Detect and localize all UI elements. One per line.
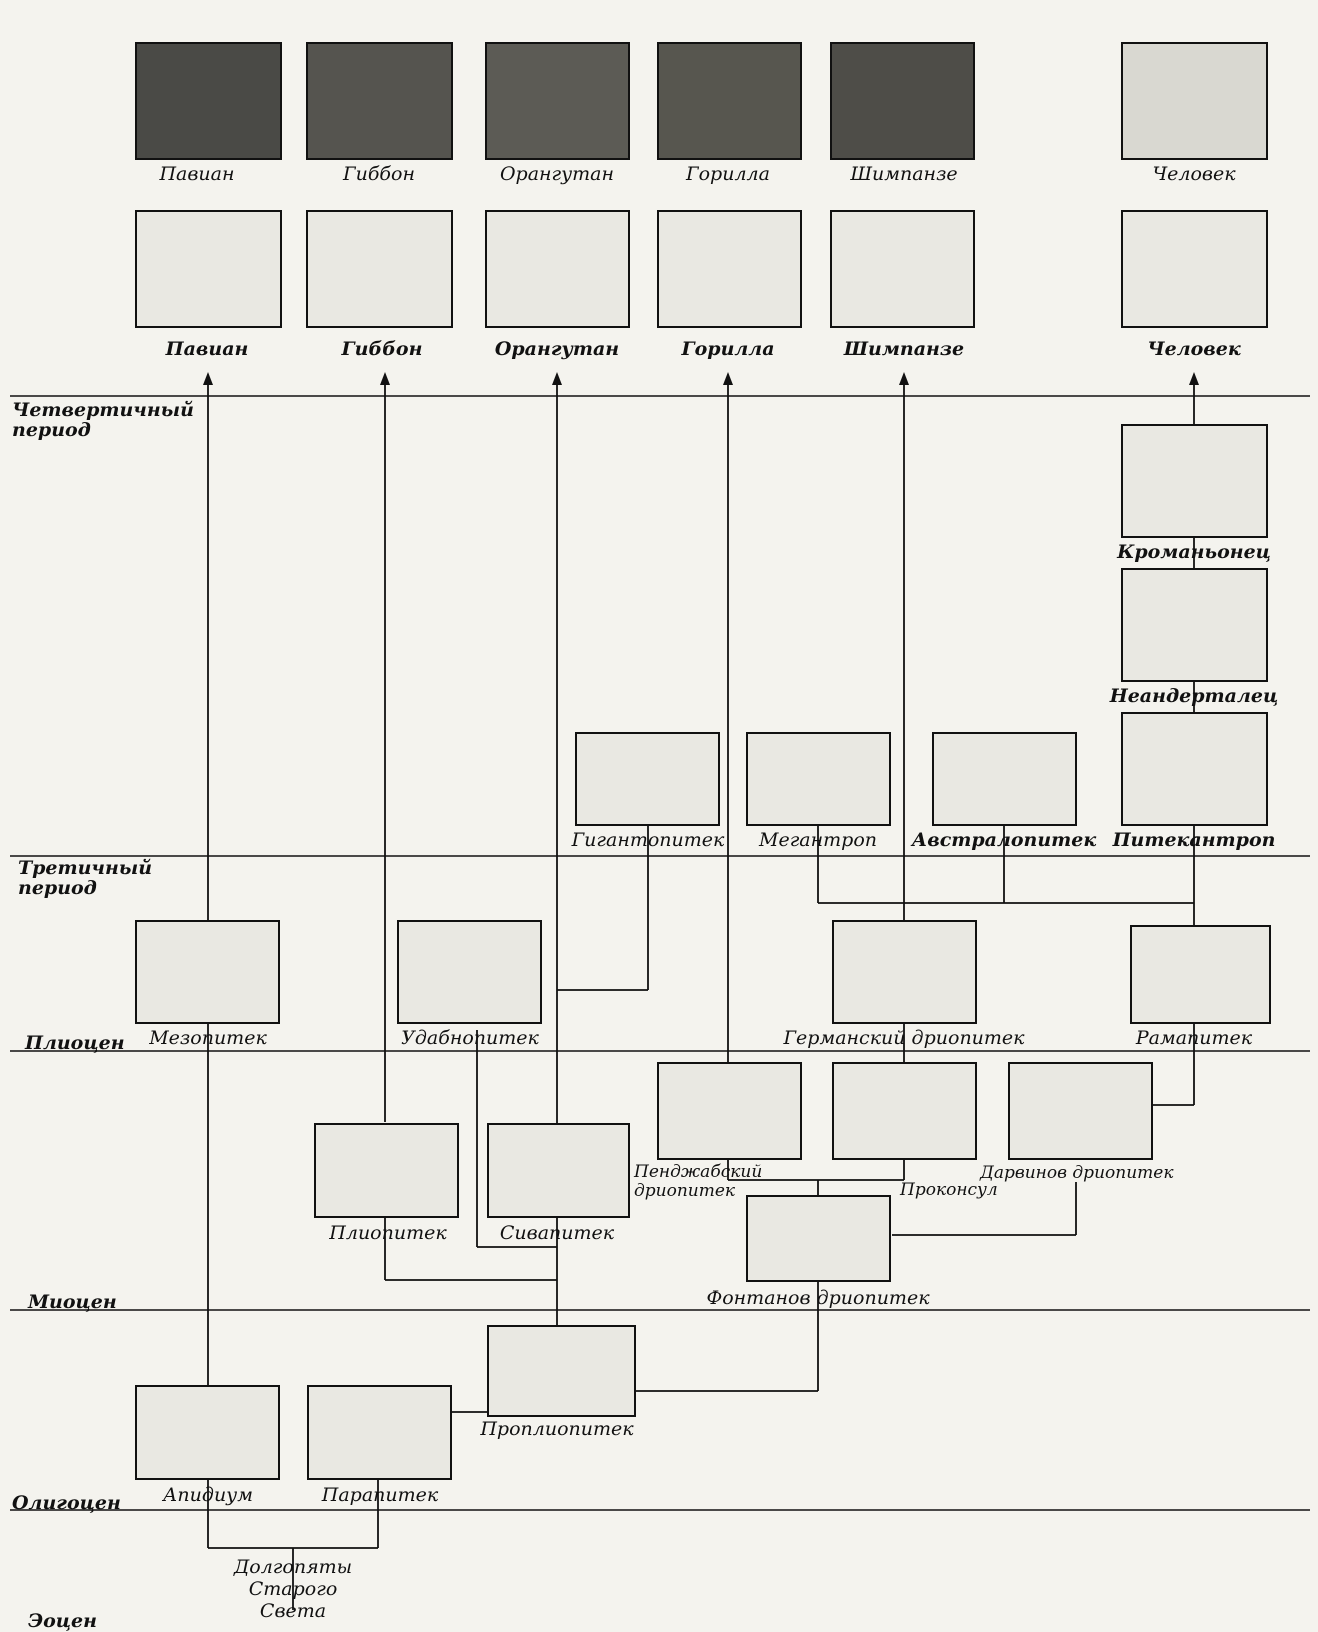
skull-label-human: Человек: [1147, 338, 1241, 360]
sivapithecus-label: Сивапитек: [499, 1222, 615, 1244]
apidium-jaw-image: [135, 1385, 280, 1480]
period-pliocene: Плиоцен: [25, 1032, 125, 1054]
australopithecus-label: Австралопитек: [911, 829, 1097, 851]
meganthropus-jaw-image: [746, 732, 891, 826]
period-miocene: Миоцен: [28, 1291, 117, 1313]
apidium-label: Апидиум: [163, 1484, 253, 1506]
gibbon-skull-image: [306, 210, 453, 328]
parapithecus-label: Парапитек: [321, 1484, 439, 1506]
lineage-lines: [207, 380, 1195, 1610]
punjab-dryopithecus-tooth-image: [657, 1062, 802, 1160]
neanderthal-label: Неандерталец: [1109, 685, 1279, 707]
head-label-baboon: Павиан: [159, 163, 235, 185]
gigantopithecus-tooth-image: [575, 732, 720, 826]
propliopithecus-label: Проплиопитек: [480, 1418, 634, 1440]
fontan-dryopithecus-jaw-image: [746, 1195, 891, 1282]
arrowheads: [203, 372, 1199, 385]
sivapithecus-jaw-image: [487, 1123, 630, 1218]
fontan-dryopithecus-label: Фонтанов дриопитек: [706, 1287, 930, 1309]
ramapithecus-jaw-image: [1130, 925, 1271, 1024]
orangutan-skull-image: [485, 210, 630, 328]
darwin-dryopithecus-label: Дарвинов дриопитек: [980, 1163, 1174, 1183]
period-oligocene: Олигоцен: [12, 1492, 121, 1514]
australopithecus-skull-image: [932, 732, 1077, 826]
udabnopithecus-tooth-image: [397, 920, 542, 1024]
mesopithecus-skeleton-image: [135, 920, 280, 1024]
period-lines: [10, 395, 1310, 1511]
skull-label-baboon: Павиан: [165, 338, 249, 360]
skull-label-gorilla: Горилла: [681, 338, 775, 360]
human-head-image: [1121, 42, 1268, 160]
head-label-gorilla: Горилла: [686, 163, 770, 185]
old-world-tarsiers-label: Долгопяты Старого Света: [233, 1556, 353, 1622]
parapithecus-jaw-image: [307, 1385, 452, 1480]
pithecanthropus-label: Питекантроп: [1112, 829, 1276, 851]
period-quaternary: Четвертичный период: [12, 399, 194, 441]
skull-label-gibbon: Гиббон: [341, 338, 423, 360]
human-skull-image: [1121, 210, 1268, 328]
proconsul-label: Проконсул: [900, 1180, 998, 1200]
proconsul-jaw-image: [832, 1062, 977, 1160]
neanderthal-skull-image: [1121, 568, 1268, 682]
skull-label-orangutan: Орангутан: [494, 338, 620, 360]
orangutan-head-image: [485, 42, 630, 160]
baboon-skull-image: [135, 210, 282, 328]
udabnopithecus-label: Удабнопитек: [401, 1027, 539, 1049]
baboon-head-image: [135, 42, 282, 160]
gorilla-skull-image: [657, 210, 802, 328]
ramapithecus-label: Рамапитек: [1135, 1027, 1253, 1049]
mesopithecus-label: Мезопитек: [149, 1027, 267, 1049]
head-label-gibbon: Гиббон: [343, 163, 415, 185]
gibbon-head-image: [306, 42, 453, 160]
pliopithecus-jaw-image: [314, 1123, 459, 1218]
gorilla-head-image: [657, 42, 802, 160]
gigantopithecus-label: Гигантопитек: [571, 829, 725, 851]
head-label-human: Человек: [1152, 163, 1236, 185]
pithecanthropus-skull-image: [1121, 712, 1268, 826]
darwin-dryopithecus-tooth-image: [1008, 1062, 1153, 1160]
skull-label-chimpanzee: Шимпанзе: [843, 338, 965, 360]
period-tertiary: Третичный период: [18, 857, 153, 899]
cromagnon-label: Кроманьонец: [1117, 541, 1271, 563]
chimpanzee-head-image: [830, 42, 975, 160]
germanic-dryopithecus-tooth-image: [832, 920, 977, 1024]
head-label-chimpanzee: Шимпанзе: [850, 163, 958, 185]
period-eocene: Эоцен: [28, 1610, 97, 1632]
head-label-orangutan: Орангутан: [499, 163, 615, 185]
pliopithecus-label: Плиопитек: [329, 1222, 447, 1244]
cromagnon-skull-image: [1121, 424, 1268, 538]
punjab-dryopithecus-label: Пенджабский дриопитек: [634, 1162, 763, 1201]
germanic-dryopithecus-label: Германский дриопитек: [783, 1027, 1025, 1049]
chimpanzee-skull-image: [830, 210, 975, 328]
meganthropus-label: Мегантроп: [759, 829, 877, 851]
propliopithecus-jaw-image: [487, 1325, 636, 1417]
